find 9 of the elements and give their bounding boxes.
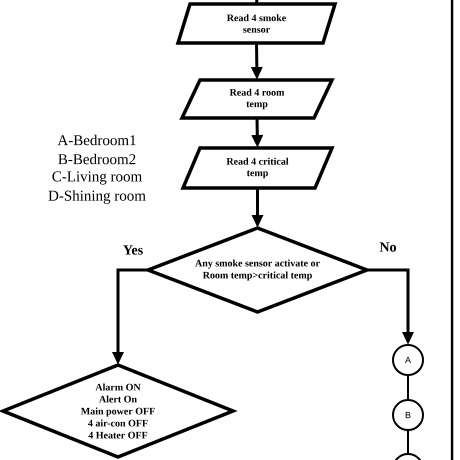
connector-line — [407, 375, 409, 400]
key-text: B-Bedroom2 — [58, 154, 136, 164]
key-text: C-Living room — [52, 171, 142, 185]
connector-line — [255, 0, 258, 4]
key-text: D-Shining room — [48, 190, 146, 204]
edge-label: Yes — [123, 245, 143, 255]
connector-line — [407, 430, 409, 454]
edge-label: No — [380, 242, 396, 252]
key-text: A-Bedroom1 — [58, 134, 136, 146]
